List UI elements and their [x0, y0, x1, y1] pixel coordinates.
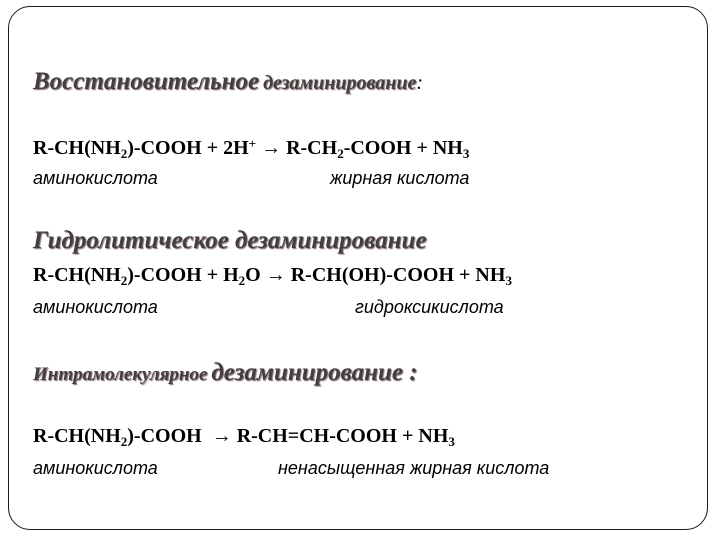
label-unsaturated-fatty-acid: ненасыщенная жирная кислота [278, 458, 550, 478]
slide-frame [8, 6, 708, 530]
eq-subscript: 2 [238, 273, 246, 288]
arrow-icon: → [211, 425, 232, 447]
heading-word-intramolecular: Интрамолекулярное [33, 364, 208, 385]
eq-part: R-CH [286, 137, 338, 159]
arrow-icon: → [265, 264, 286, 286]
eq-part: )-COOH + 2H [127, 137, 249, 159]
eq-part: R-CH(OH)-COOH + NH [290, 264, 506, 286]
eq-part: R-CH(NH [33, 425, 121, 447]
equation-hydrolytic: R-CH(NH2)-COOH + H2O → R-CH(OH)-COOH + N… [33, 264, 512, 287]
heading-word-deamination: дезаминирование [263, 72, 417, 94]
eq-part: R-CH=CH-COOH + NH [236, 425, 449, 447]
eq-part: R-CH(NH [33, 137, 121, 159]
label-hydroxy-acid: гидроксикислота [355, 297, 504, 317]
eq-subscript: 3 [505, 273, 512, 288]
eq-part: )-COOH [127, 425, 202, 447]
heading-reductive-deamination: Восстановительное дезаминирование: [33, 68, 423, 96]
equation-intramolecular: R-CH(NH2)-COOH → R-CH=CH-COOH + NH3 [33, 425, 455, 448]
equation-reductive: R-CH(NH2)-COOH + 2H+ → R-CH2-COOH + NH3 [33, 137, 469, 160]
eq-subscript: 2 [120, 434, 128, 449]
label-amino-acid: аминокислота [33, 297, 158, 317]
heading-word-reductive: Восстановительное [33, 68, 260, 95]
label-fatty-acid: жирная кислота [330, 168, 470, 188]
eq-subscript: 2 [120, 146, 128, 161]
eq-part: R-CH(NH [33, 264, 121, 286]
label-amino-acid: аминокислота [33, 458, 158, 478]
eq-part: O [245, 264, 261, 286]
eq-part: )-COOH + H [127, 264, 239, 286]
heading-hydrolytic-deamination: Гидролитическое дезаминирование [33, 227, 427, 254]
eq-subscript: 3 [448, 434, 455, 449]
heading-word-deamination: дезаминирование : [211, 359, 418, 386]
heading-intramolecular-deamination: Интрамолекулярное дезаминирование : [33, 359, 418, 387]
eq-subscript: 2 [120, 273, 128, 288]
eq-superscript: + [248, 136, 257, 151]
eq-subscript: 3 [462, 146, 470, 161]
label-amino-acid: аминокислота [33, 168, 158, 188]
arrow-icon: → [261, 137, 282, 159]
heading-colon: : [416, 72, 424, 94]
eq-subscript: 2 [337, 146, 344, 161]
eq-part: -COOH + NH [343, 137, 463, 159]
